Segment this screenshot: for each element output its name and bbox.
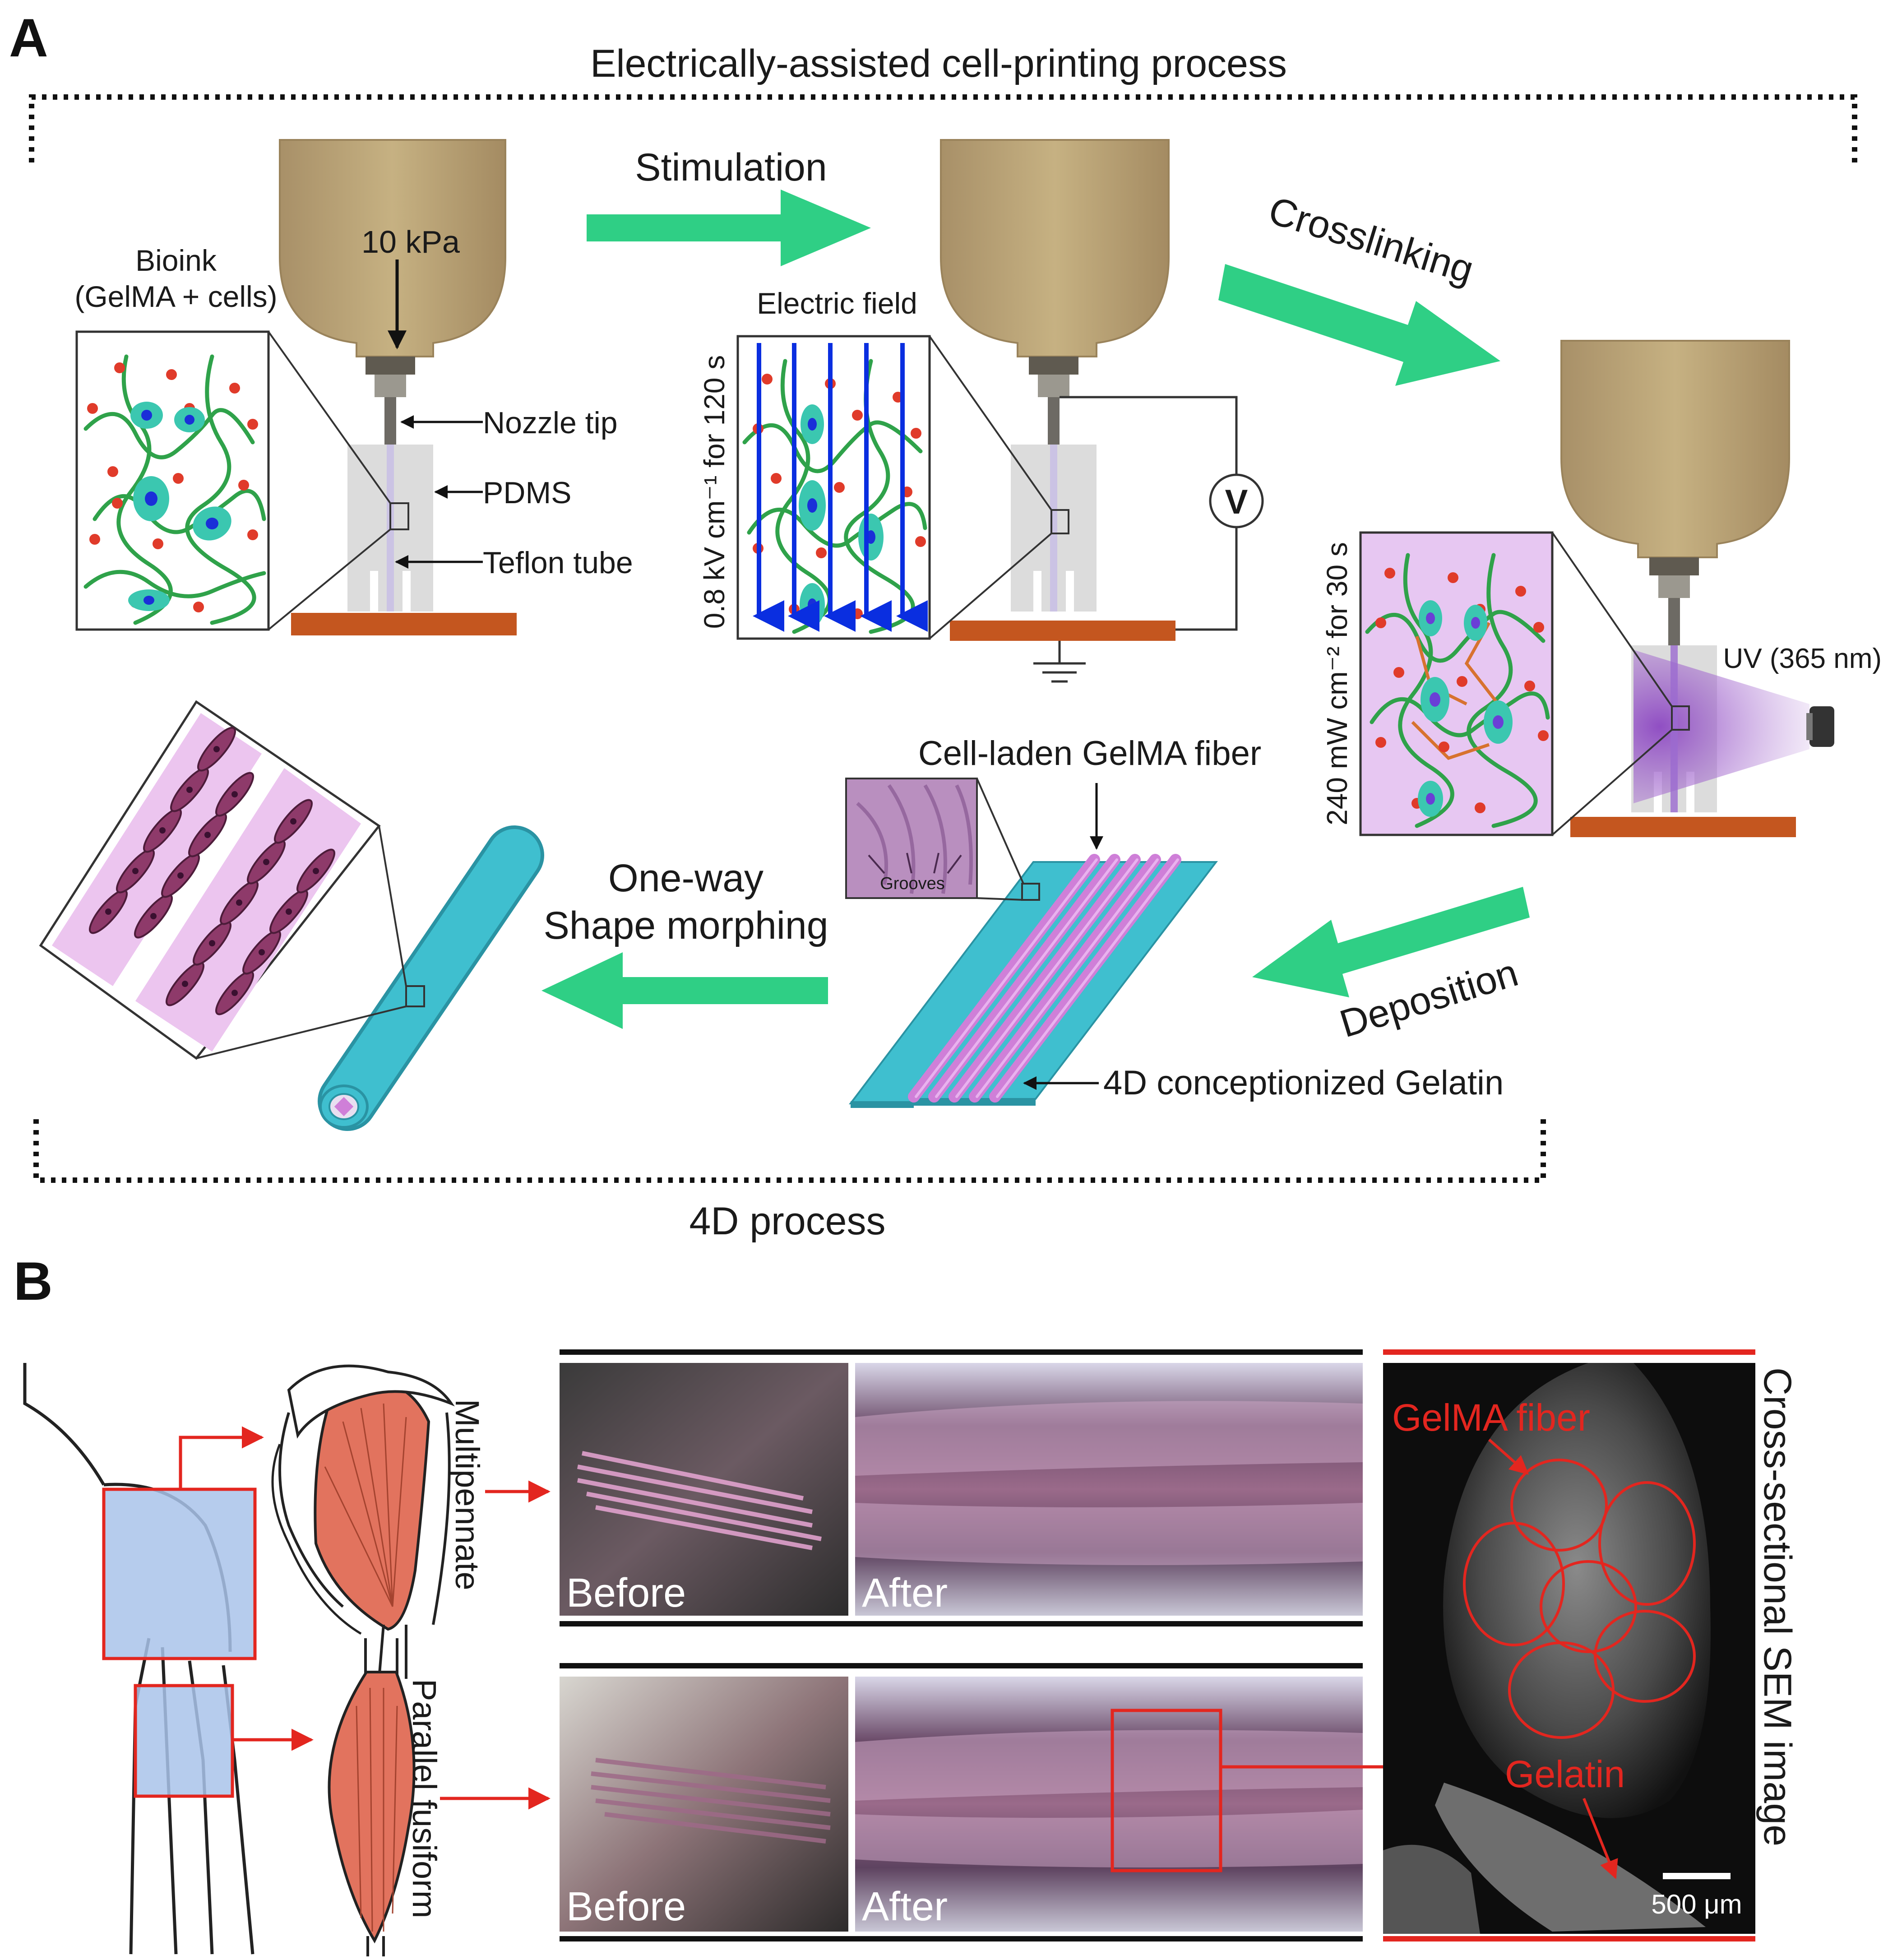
uv-lamp-lens: [1806, 713, 1813, 740]
adapter-3: [1658, 575, 1690, 598]
voltmeter-label: V: [1225, 483, 1248, 521]
panel-a-letter: A: [9, 8, 48, 68]
luer-3: [1649, 557, 1699, 575]
multipennate-label: Multipennate: [449, 1399, 486, 1590]
shoulder-box: [102, 1487, 257, 1660]
shape-morph-label-line1: One-way: [608, 857, 764, 900]
electric-field-inset: [736, 335, 1052, 640]
teflon-label: Teflon tube: [483, 546, 633, 580]
substrate-1: [291, 613, 517, 635]
voltmeter: [1209, 473, 1264, 528]
gelatin-sem-leader: [1583, 1798, 1618, 1879]
zoom-box-2: [1050, 509, 1069, 534]
shoulder-pointer: [179, 1426, 264, 1489]
zoom-box-3: [1671, 705, 1690, 731]
fiber-zoom-box: [1021, 883, 1040, 901]
top-bracket: [29, 94, 1857, 162]
pressure-label: 10 kPa: [361, 224, 460, 259]
circuit: [1033, 396, 1238, 683]
bioink-label-line1: Bioink: [135, 244, 217, 277]
bioink-label-line2: (GelMA + cells): [74, 280, 277, 313]
adapter-2: [1038, 375, 1069, 397]
uv-condition: 240 mW cm⁻² for 30 s: [1321, 542, 1353, 825]
uv-label: UV (365 nm): [1723, 643, 1882, 674]
syringe-1: [279, 139, 506, 357]
substrate-3: [1570, 817, 1796, 837]
shape-morph-label-line2: Shape morphing: [543, 904, 828, 947]
pdms-leg-left-2: [1011, 571, 1033, 612]
gelatin-sem-label: Gelatin: [1505, 1753, 1625, 1795]
bioink-inset: [75, 330, 391, 631]
nozzle-2: [1048, 397, 1060, 447]
uv-inset: [1359, 531, 1673, 836]
pdms-leg-right-2: [1074, 571, 1097, 612]
panel-b-letter: B: [14, 1251, 53, 1311]
zoom-box-1: [389, 502, 409, 530]
top-bracket-label: Electrically-assisted cell-printing proc…: [590, 42, 1287, 85]
scale-bar: [1663, 1873, 1731, 1879]
scale-label: 500 μm: [1651, 1889, 1742, 1919]
uv-lamp: [1809, 706, 1834, 747]
photo-after-bottom: [855, 1677, 1363, 1932]
before-label-top: Before: [566, 1571, 686, 1616]
gelatin-sheet-label: 4D conceptionized Gelatin: [1103, 1064, 1504, 1102]
teflon-tube-2: [1050, 445, 1057, 612]
shape-morphing-arrow: [541, 952, 828, 1029]
field-condition: 0.8 kV cm⁻¹ for 120 s: [698, 355, 731, 629]
deposition-arrow: [1252, 887, 1530, 997]
gelma-fiber-label: GelMA fiber: [1392, 1396, 1590, 1439]
nozzle-tip-label: Nozzle tip: [483, 406, 618, 440]
sem-source-box: [1111, 1709, 1222, 1872]
printer-1: [279, 139, 517, 635]
gelma-fiber-leader: [1488, 1438, 1529, 1475]
pdms-leg-left-1: [347, 571, 370, 612]
thigh-box: [134, 1684, 234, 1798]
aligned-cells-inset: [39, 700, 407, 1060]
parallel-fusiform-label: Parallel fusiform: [406, 1679, 443, 1918]
sem-title: Cross-sectional SEM image: [1756, 1367, 1799, 1846]
luer-2: [1029, 357, 1078, 375]
pdms-leg-right-1: [411, 571, 433, 612]
bottom-bracket-label: 4D process: [689, 1200, 886, 1243]
grooves-micrograph: [845, 778, 1024, 901]
printer-2: [940, 139, 1175, 641]
fiber-highlights: [915, 858, 1179, 1098]
electric-field-label: Electric field: [757, 287, 917, 320]
stimulation-arrow: [587, 190, 871, 266]
fusiform-muscle: [328, 1638, 416, 1956]
pdms-label: PDMS: [483, 476, 571, 510]
sem-image: [1383, 1349, 1755, 1941]
nozzle-1: [384, 397, 396, 447]
crosslinking-arrow: [1218, 264, 1500, 386]
fiber-label: Cell-laden GelMA fiber: [918, 734, 1261, 773]
after-label-top: After: [862, 1571, 948, 1616]
crosslinking-label: Crosslinking: [1263, 189, 1478, 292]
photo-row-top: Before After: [560, 1349, 1363, 1626]
after-label-bottom: After: [862, 1884, 948, 1929]
syringe-2: [940, 139, 1170, 357]
nozzle-3: [1668, 598, 1680, 648]
before-label-bottom: Before: [566, 1884, 686, 1929]
printer-3: [1560, 340, 1834, 837]
substrate-2: [950, 621, 1175, 641]
gelma-fibers: [908, 854, 1181, 1103]
adapter-1: [375, 375, 406, 397]
syringe-3: [1560, 340, 1790, 558]
luer-1: [366, 357, 415, 375]
photo-row-bottom: Before After: [560, 1663, 1363, 1941]
shoulder-muscle: [271, 1364, 455, 1679]
bottom-bracket: [33, 1119, 1546, 1183]
grooves-label: Grooves: [880, 874, 945, 893]
stimulation-label: Stimulation: [635, 146, 827, 189]
rolled-tube: [318, 825, 544, 1131]
